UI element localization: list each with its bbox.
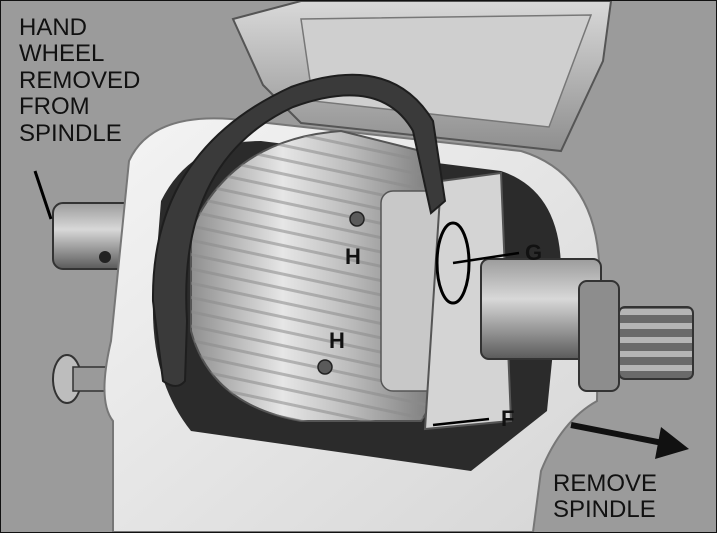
caption-line: REMOVED [19,66,141,94]
spindle-threads [618,306,694,380]
callout-ellipse-g [435,221,471,305]
callout-line-f [432,417,490,427]
hand-wheel-caption: HAND WHEEL REMOVED FROM SPINDLE [19,14,179,147]
shaft-set-screw [99,251,111,263]
spindle-collar [578,280,620,392]
caption-line: FROM [19,93,90,121]
set-screw-upper [349,211,365,227]
callout-g: G [525,240,543,265]
set-screw-lower [317,359,333,375]
bearing-plate [423,171,513,431]
locking-knob-stem [72,366,108,392]
caption-line: SPINDLE [553,496,656,524]
caption-line: WHEEL [19,40,105,68]
drive-belt [151,73,447,387]
callout-line-g [452,251,520,265]
remove-spindle-arrow-shaft [570,422,674,448]
callout-f: F [501,406,515,431]
remove-spindle-arrow-head [655,427,689,459]
callout-h-lower: H [329,328,345,353]
hand-wheel-pointer [33,170,53,220]
caption-line: SPINDLE [19,119,122,147]
remove-spindle-caption: REMOVE SPINDLE [553,470,713,524]
caption-line: REMOVE [553,470,658,497]
caption-line: HAND [19,14,88,41]
callout-h-upper: H [345,244,361,269]
